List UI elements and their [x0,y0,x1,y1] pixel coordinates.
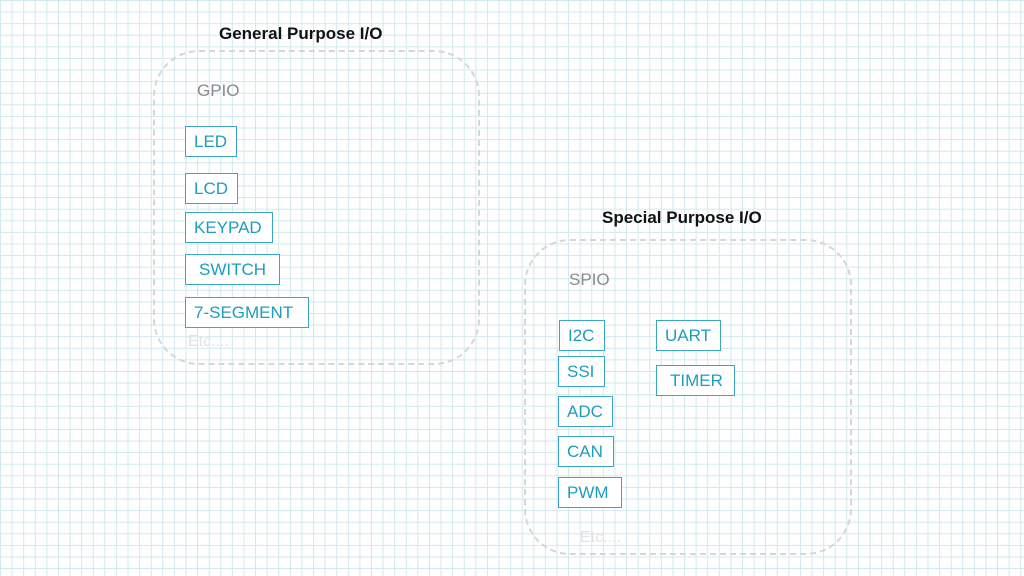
pwm-chip[interactable]: PWM [558,477,622,508]
timer-chip[interactable]: TIMER [656,365,735,396]
switch-chip[interactable]: SWITCH [185,254,280,285]
lcd-chip[interactable]: LCD [185,173,238,204]
spio-group-box [524,239,852,555]
i2c-chip[interactable]: I2C [559,320,605,351]
spio-group-title: Special Purpose I/O [602,208,762,227]
spio-etc-text: Etc.... [580,529,621,546]
can-chip[interactable]: CAN [558,436,614,467]
ssi-chip[interactable]: SSI [558,356,605,387]
seven-segment-chip[interactable]: 7-SEGMENT [185,297,309,328]
gpio-label: GPIO [197,81,240,100]
spio-label: SPIO [569,270,610,289]
gpio-group-title: General Purpose I/O [219,24,383,43]
keypad-chip[interactable]: KEYPAD [185,212,273,243]
gpio-group-box [153,50,480,365]
uart-chip[interactable]: UART [656,320,721,351]
gpio-etc-text: Etc.... [188,333,229,350]
adc-chip[interactable]: ADC [558,396,613,427]
led-chip[interactable]: LED [185,126,237,157]
